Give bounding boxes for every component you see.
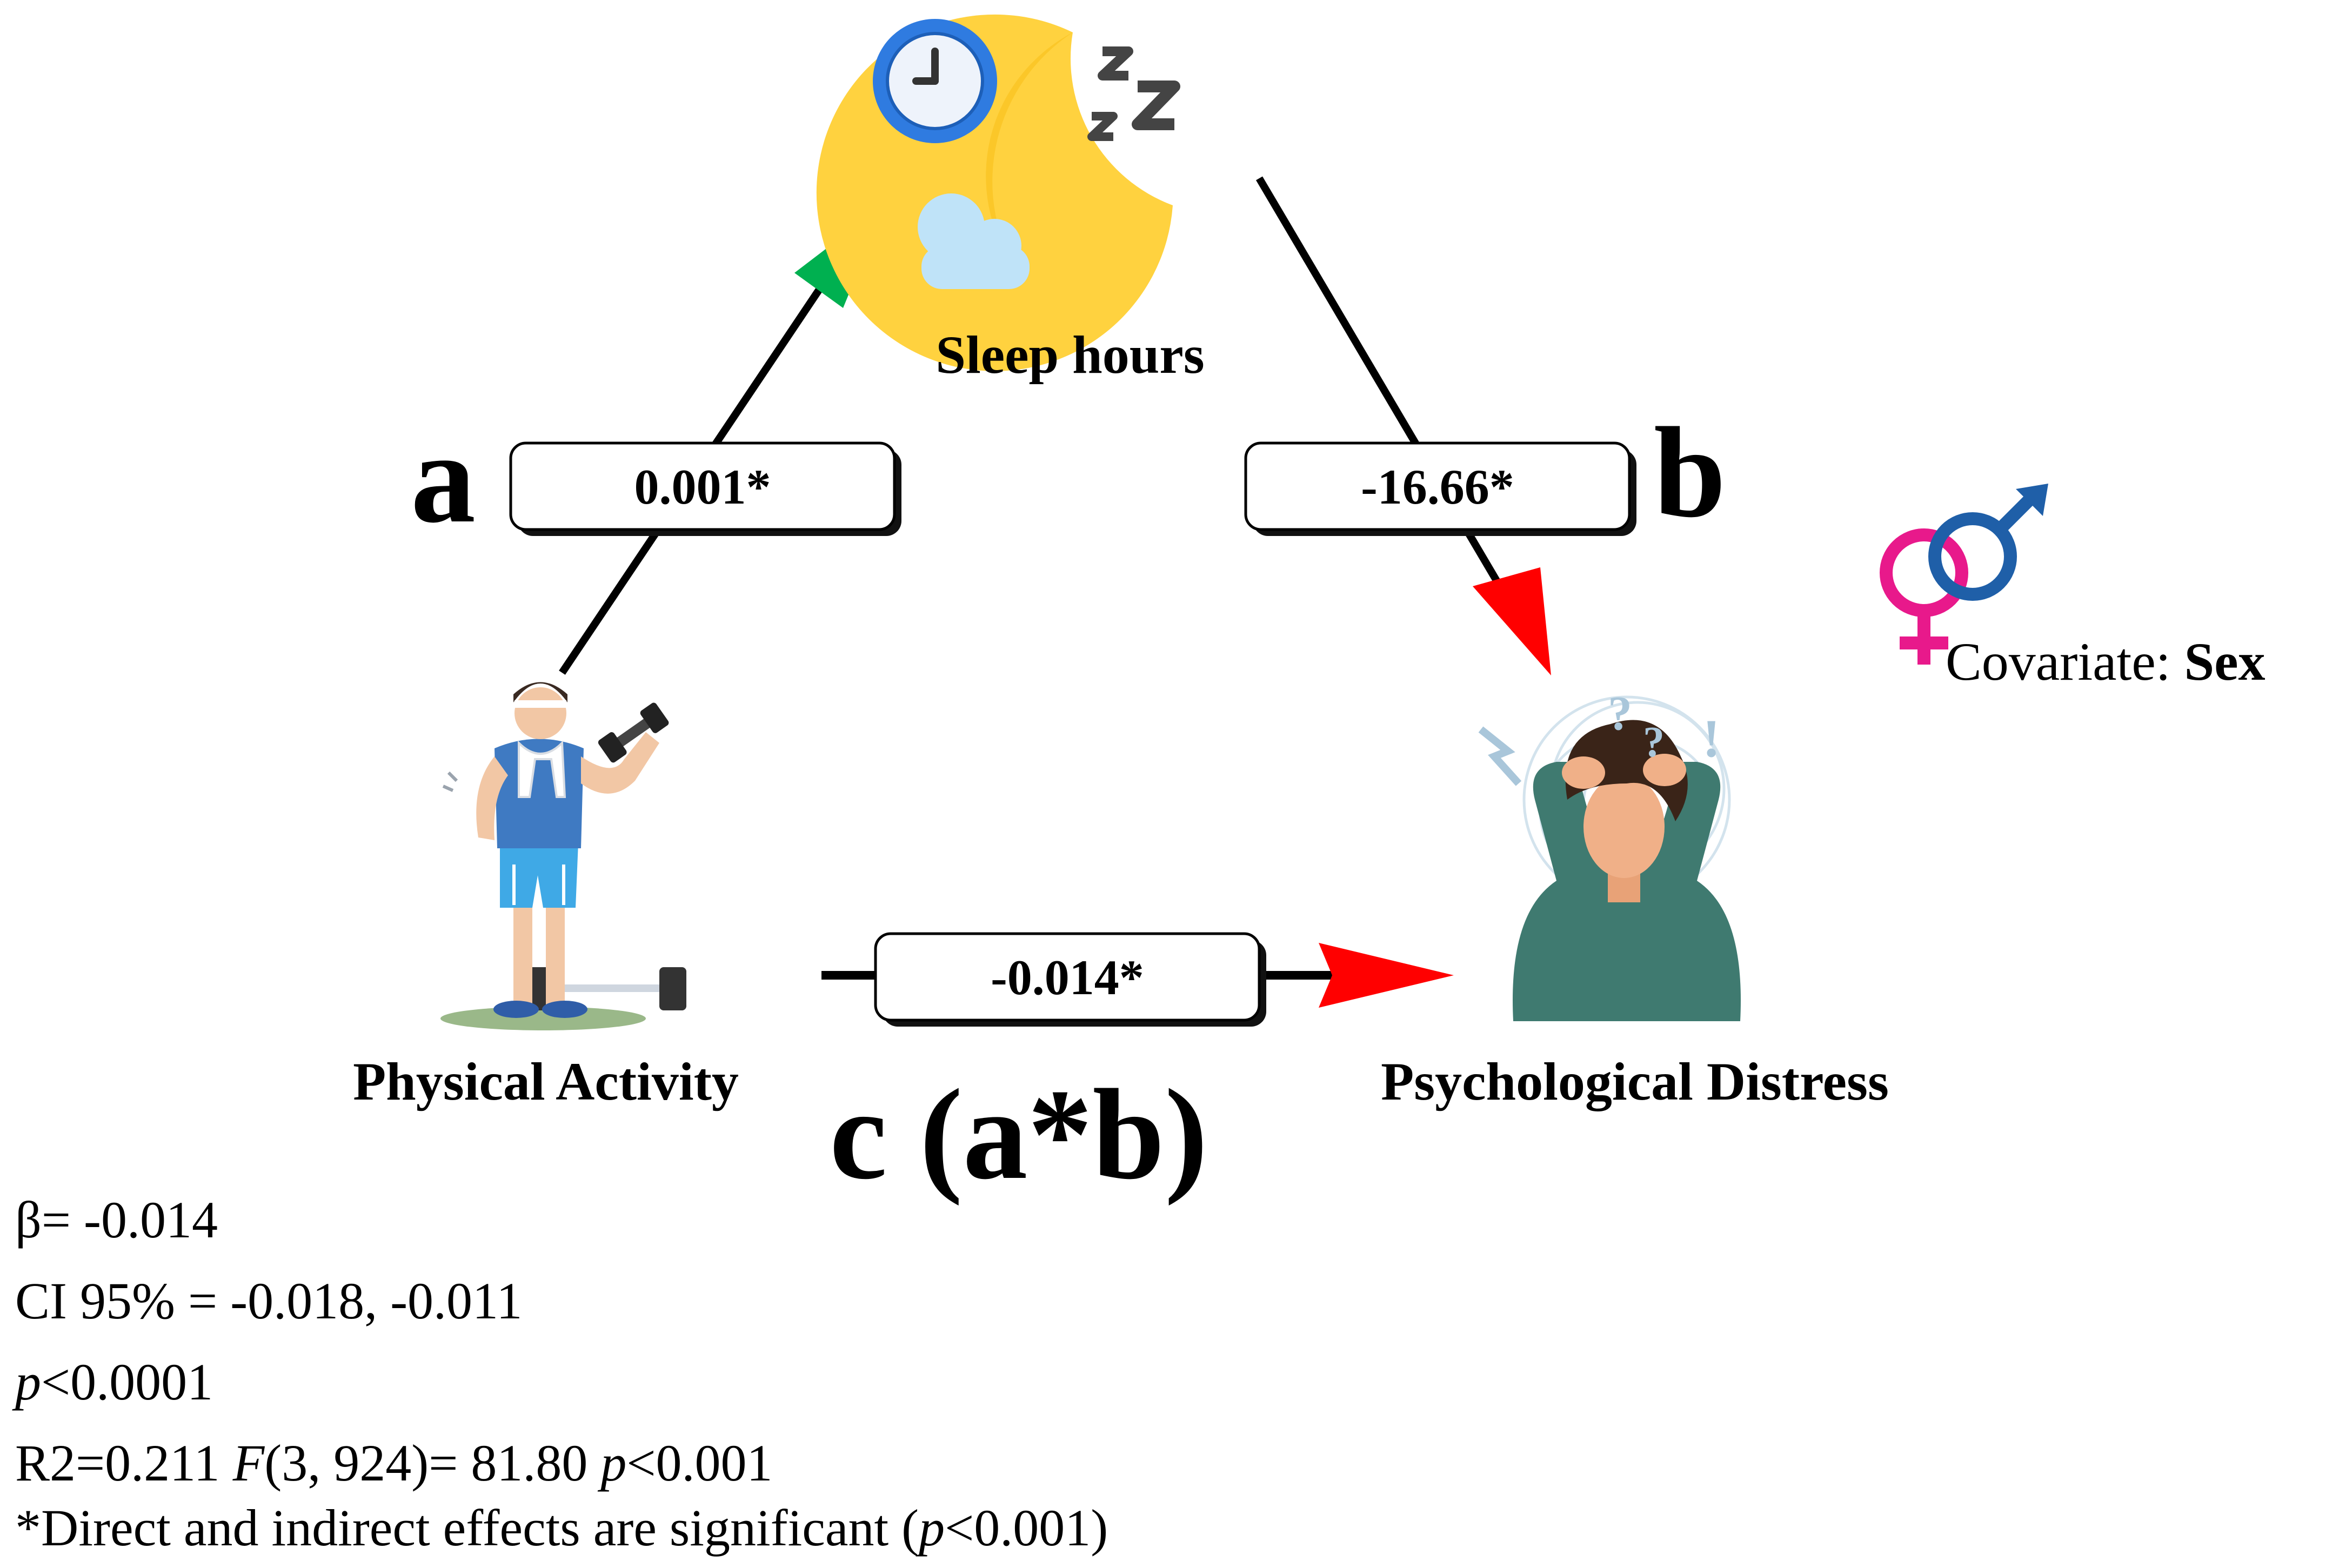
stats-r2-p: p [597,1434,626,1492]
path-c-arrowhead [1319,943,1454,1008]
stats-r2-f: F [232,1434,265,1492]
distressed-person-icon: ? ? ! [1478,687,1741,1021]
path-c-letter: c (a*b) [830,1062,1208,1206]
stats-r2-a: R2=0.211 [15,1434,233,1492]
stats-note: *Direct and indirect effects are signifi… [15,1499,1108,1557]
coef-b-label: -16.66* [1361,459,1514,514]
path-b-arrowhead [1473,567,1551,675]
coef-box-a: 0.001* [509,441,901,536]
gender-symbols-icon [1880,484,2048,665]
svg-text:!: ! [1702,708,1720,768]
coef-a-label: 0.001* [634,459,771,514]
coef-box-c: -0.014* [874,932,1266,1027]
path-b-arrow [1255,176,1551,675]
stats-beta: β= -0.014 [15,1191,218,1249]
coef-c-label: -0.014* [991,950,1144,1005]
covariate-text: Covariate: Sex [1946,632,2266,692]
stats-p-rest: <0.0001 [41,1353,213,1411]
weightlifter-icon [440,682,686,1030]
stats-r2-c: <0.001 [626,1434,772,1492]
mediator-label: Sleep hours [936,325,1204,385]
predictor-label: Physical Activity [353,1051,739,1111]
stats-r2-b: (3, 924)= 81.80 [264,1434,600,1492]
sleep-moon-clock-icon [816,14,1180,371]
stats-note-b: <0.001) [945,1499,1108,1557]
stats-r2: R2=0.211 F(3, 924)= 81.80 p<0.001 [15,1434,772,1492]
stats-block: β= -0.014 CI 95% = -0.018, -0.011 p<0.00… [12,1191,1108,1557]
path-b-letter: b [1654,400,1726,544]
path-a-letter: a [411,406,476,550]
stats-note-p: p [916,1499,945,1557]
svg-text:?: ? [1608,687,1632,740]
path-b-line [1255,176,1512,602]
stats-p-italic: p [12,1353,41,1411]
covariate-prefix: Covariate: [1946,632,2184,692]
stats-note-a: *Direct and indirect effects are signifi… [15,1499,919,1557]
outcome-label: Psychological Distress [1381,1051,1889,1111]
coef-box-b: -16.66* [1244,441,1636,536]
covariate-name: Sex [2184,632,2266,692]
stats-p: p<0.0001 [12,1353,213,1411]
stats-ci: CI 95% = -0.018, -0.011 [15,1272,522,1330]
svg-text:?: ? [1643,719,1665,766]
